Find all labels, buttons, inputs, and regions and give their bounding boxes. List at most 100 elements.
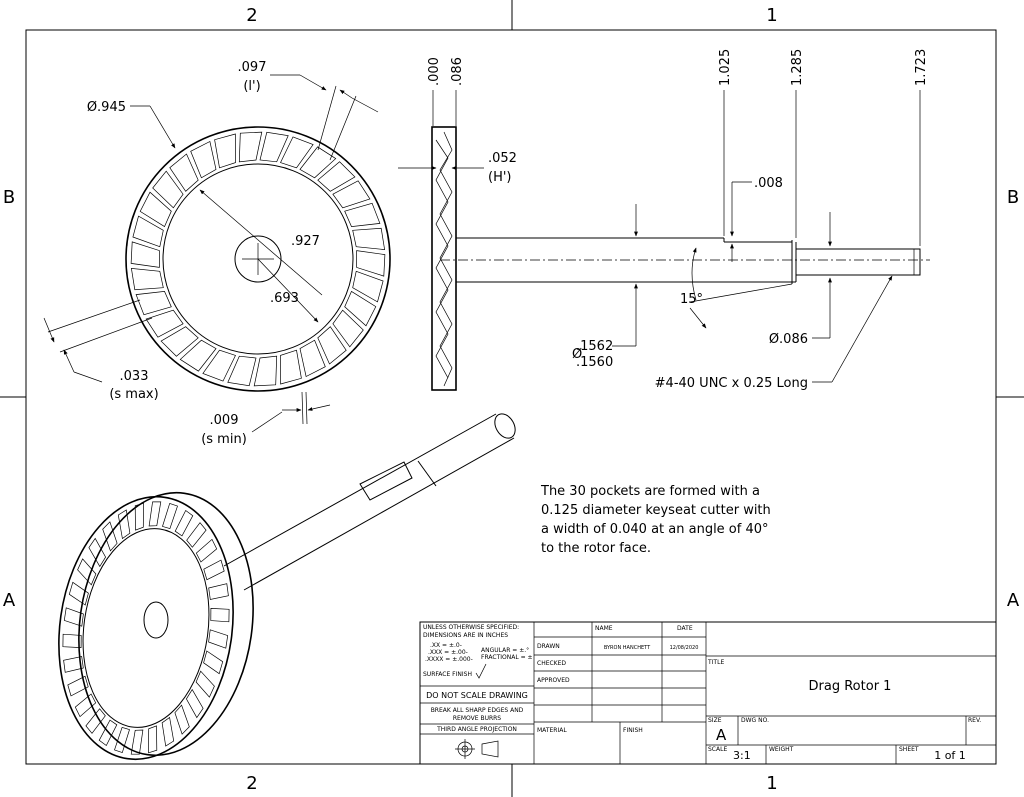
dim-shaft-dia-prefix: Ø — [572, 347, 582, 362]
iso-pocket — [148, 725, 158, 754]
tb-finish: FINISH — [623, 727, 643, 734]
iso-pocket — [161, 716, 175, 747]
tb-scale-label: SCALE — [708, 746, 727, 753]
isometric-view — [58, 413, 516, 761]
pocket — [259, 131, 289, 163]
pocket — [299, 339, 326, 378]
tb-surface-finish: SURFACE FINISH — [423, 671, 472, 678]
tb-material: MATERIAL — [537, 727, 567, 734]
iso-pocket — [63, 607, 84, 627]
iso-pocket — [74, 693, 97, 718]
tb-dwg-no-label: DWG NO. — [741, 717, 769, 724]
iso-pocket — [174, 704, 190, 735]
note-line-4: to the rotor face. — [541, 541, 651, 556]
iso-pocket — [88, 537, 107, 568]
dim-shaft-dia-lower: .1560 — [576, 355, 613, 370]
pocket — [139, 191, 172, 228]
dim-angle: 15° — [680, 292, 703, 307]
surface-finish-symbol — [475, 663, 487, 679]
pocket — [332, 309, 364, 348]
iso-pocket — [98, 719, 118, 747]
tb-unless-1: UNLESS OTHERWISE SPECIFIED: — [423, 624, 519, 631]
iso-pocket-ring — [62, 501, 230, 755]
front-view-dimensions: Ø.945 .097 (l') .927 .693 .033 (s max) .… — [43, 60, 379, 447]
note-line-3: a width of 0.040 at an angle of 40° — [541, 522, 769, 537]
rotor-inner-circle — [162, 163, 354, 355]
tb-size: A — [716, 726, 727, 744]
tb-sheet: 1 of 1 — [934, 749, 966, 762]
dim-s-max: .033 — [120, 369, 149, 384]
pocket — [152, 170, 184, 209]
tb-break-2: REMOVE BURRS — [453, 715, 501, 722]
pocket — [253, 355, 278, 387]
pocket — [145, 309, 184, 338]
pocket — [202, 349, 236, 382]
side-view-dimensions: .000 .086 1.025 1.285 1.723 .052 (H') .0… — [398, 49, 929, 391]
dim-h-depth: .052 — [488, 151, 517, 166]
tb-title-label: TITLE — [707, 659, 724, 666]
tb-angular: ANGULAR = ±.° — [481, 647, 529, 654]
pocket — [280, 136, 314, 169]
tb-drawn: DRAWN — [537, 643, 560, 650]
pocket — [135, 291, 172, 316]
iso-pocket — [195, 538, 218, 563]
tb-tol-xxx: .XXX = ±.00- — [428, 649, 468, 656]
tb-tol-xx: .XX = ±.0- — [430, 642, 462, 649]
ord-1723: 1.723 — [914, 49, 929, 86]
dim-step: .008 — [754, 176, 783, 191]
pocket — [169, 153, 199, 192]
pocket — [190, 140, 217, 179]
iso-pocket — [63, 656, 84, 673]
note-line-1: The 30 pockets are formed with a — [540, 484, 760, 499]
dim-s-min-symbol: (s min) — [201, 432, 247, 447]
pocket — [227, 355, 257, 387]
zone-label-right-b: B — [1007, 187, 1019, 208]
iso-pocket — [102, 521, 118, 552]
pocket — [130, 241, 160, 268]
tb-fractional: FRACTIONAL = ± — [481, 654, 533, 661]
dim-thread-dia: Ø.086 — [769, 332, 808, 347]
pocket — [299, 146, 337, 179]
rotor-outer-circle — [125, 126, 391, 392]
pocket — [317, 326, 347, 365]
pocket — [352, 227, 386, 250]
pocket — [130, 268, 164, 291]
dim-927: .927 — [291, 234, 320, 249]
pocket — [317, 161, 356, 192]
dim-pocket-width-symbol: (l') — [243, 79, 260, 94]
rotor-disc-side — [431, 126, 457, 391]
tb-rev-label: REV. — [968, 717, 981, 724]
iso-pocket — [148, 501, 162, 527]
tb-col-name: NAME — [595, 625, 613, 632]
side-view — [431, 126, 930, 391]
iso-pocket — [134, 502, 144, 531]
iso-pocket — [203, 650, 224, 675]
zone-label-bottom-1: 1 — [766, 773, 777, 794]
dim-outer-dia: Ø.945 — [87, 100, 126, 115]
iso-pocket — [77, 558, 97, 586]
pocket — [179, 339, 217, 372]
pocket — [344, 290, 377, 327]
pocket-ring — [130, 131, 386, 387]
iso-pocket — [174, 509, 194, 537]
tb-col-date: DATE — [677, 625, 693, 632]
front-view — [125, 126, 391, 392]
zone-label-top-2: 2 — [246, 5, 257, 26]
dim-693: .693 — [270, 291, 299, 306]
tb-size-label: SIZE — [708, 717, 722, 724]
tb-scale: 3:1 — [733, 749, 751, 762]
ord-000: .000 — [427, 57, 442, 86]
dim-pocket-width: .097 — [238, 60, 267, 75]
iso-pocket — [85, 708, 106, 734]
note-line-2: 0.125 diameter keyseat cutter with — [541, 503, 771, 518]
pocket — [280, 349, 302, 385]
ord-1285: 1.285 — [790, 49, 805, 86]
iso-pocket — [195, 670, 215, 698]
thread-callout: #4-40 UNC x 0.25 Long — [655, 376, 808, 391]
iso-pocket — [203, 559, 225, 581]
pocket — [214, 133, 236, 169]
dim-shaft-dia-upper: .1562 — [576, 339, 613, 354]
tb-unless-2: DIMENSIONS ARE IN INCHES — [423, 632, 508, 639]
